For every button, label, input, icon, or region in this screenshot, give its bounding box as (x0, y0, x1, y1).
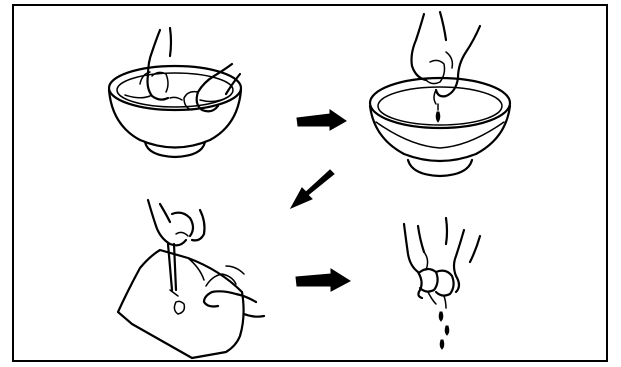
hands-in-bowl-icon (109, 28, 241, 157)
arrow-right-icon (297, 110, 346, 130)
arrow-down-left-icon (291, 170, 334, 208)
arrow-right-icon (296, 269, 350, 291)
hands-dripping-icon (404, 218, 480, 349)
hands-over-bowl-dripping-icon (370, 12, 510, 176)
figure-border (13, 5, 607, 361)
hand-pressing-cloth-icon (118, 200, 264, 358)
